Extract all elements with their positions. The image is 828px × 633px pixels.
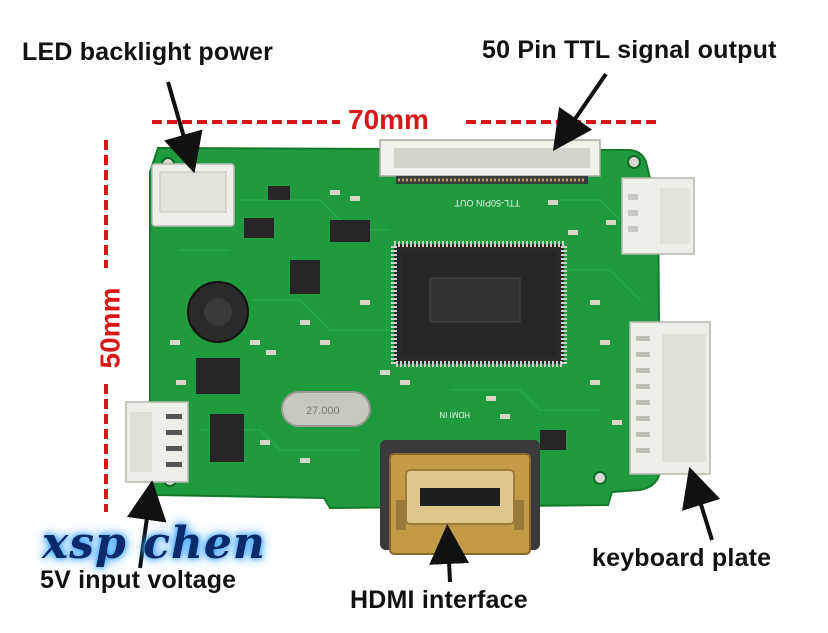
right-top-connector — [621, 177, 695, 255]
main-chip — [391, 241, 567, 367]
silkscreen-connector-label: TTL-50PIN OUT — [454, 198, 520, 208]
hdmi-interface-label: HDMI interface — [350, 586, 528, 614]
hdmi-connector — [380, 440, 540, 555]
small-ics — [196, 186, 566, 462]
height-dimension-label: 50mm — [94, 287, 126, 369]
keyboard-plate-label: keyboard plate — [592, 544, 772, 572]
arrow-input-voltage — [126, 480, 167, 569]
arrow-led-backlight — [164, 81, 203, 174]
led-backlight-label: LED backlight power — [22, 38, 274, 66]
arrow-keyboard — [682, 466, 721, 541]
ttl-50pin-connector — [379, 139, 601, 184]
input-voltage-label: 5V input voltage — [40, 566, 237, 594]
ttl-output-label: 50 Pin TTL signal output — [482, 36, 777, 64]
silkscreen-crystal-label: 27.000 — [306, 405, 340, 417]
arrow-hdmi — [429, 524, 470, 583]
crystal-oscillator — [281, 391, 371, 427]
silkscreen-hdmi-label: HDMI IN — [439, 410, 470, 419]
width-dimension-label: 70mm — [348, 104, 429, 135]
watermark: xsp chen — [42, 518, 266, 569]
arrow-ttl-output — [552, 72, 608, 152]
power-input-connector — [125, 401, 189, 483]
keyboard-plate-connector — [629, 321, 711, 475]
smd-components — [170, 190, 622, 463]
